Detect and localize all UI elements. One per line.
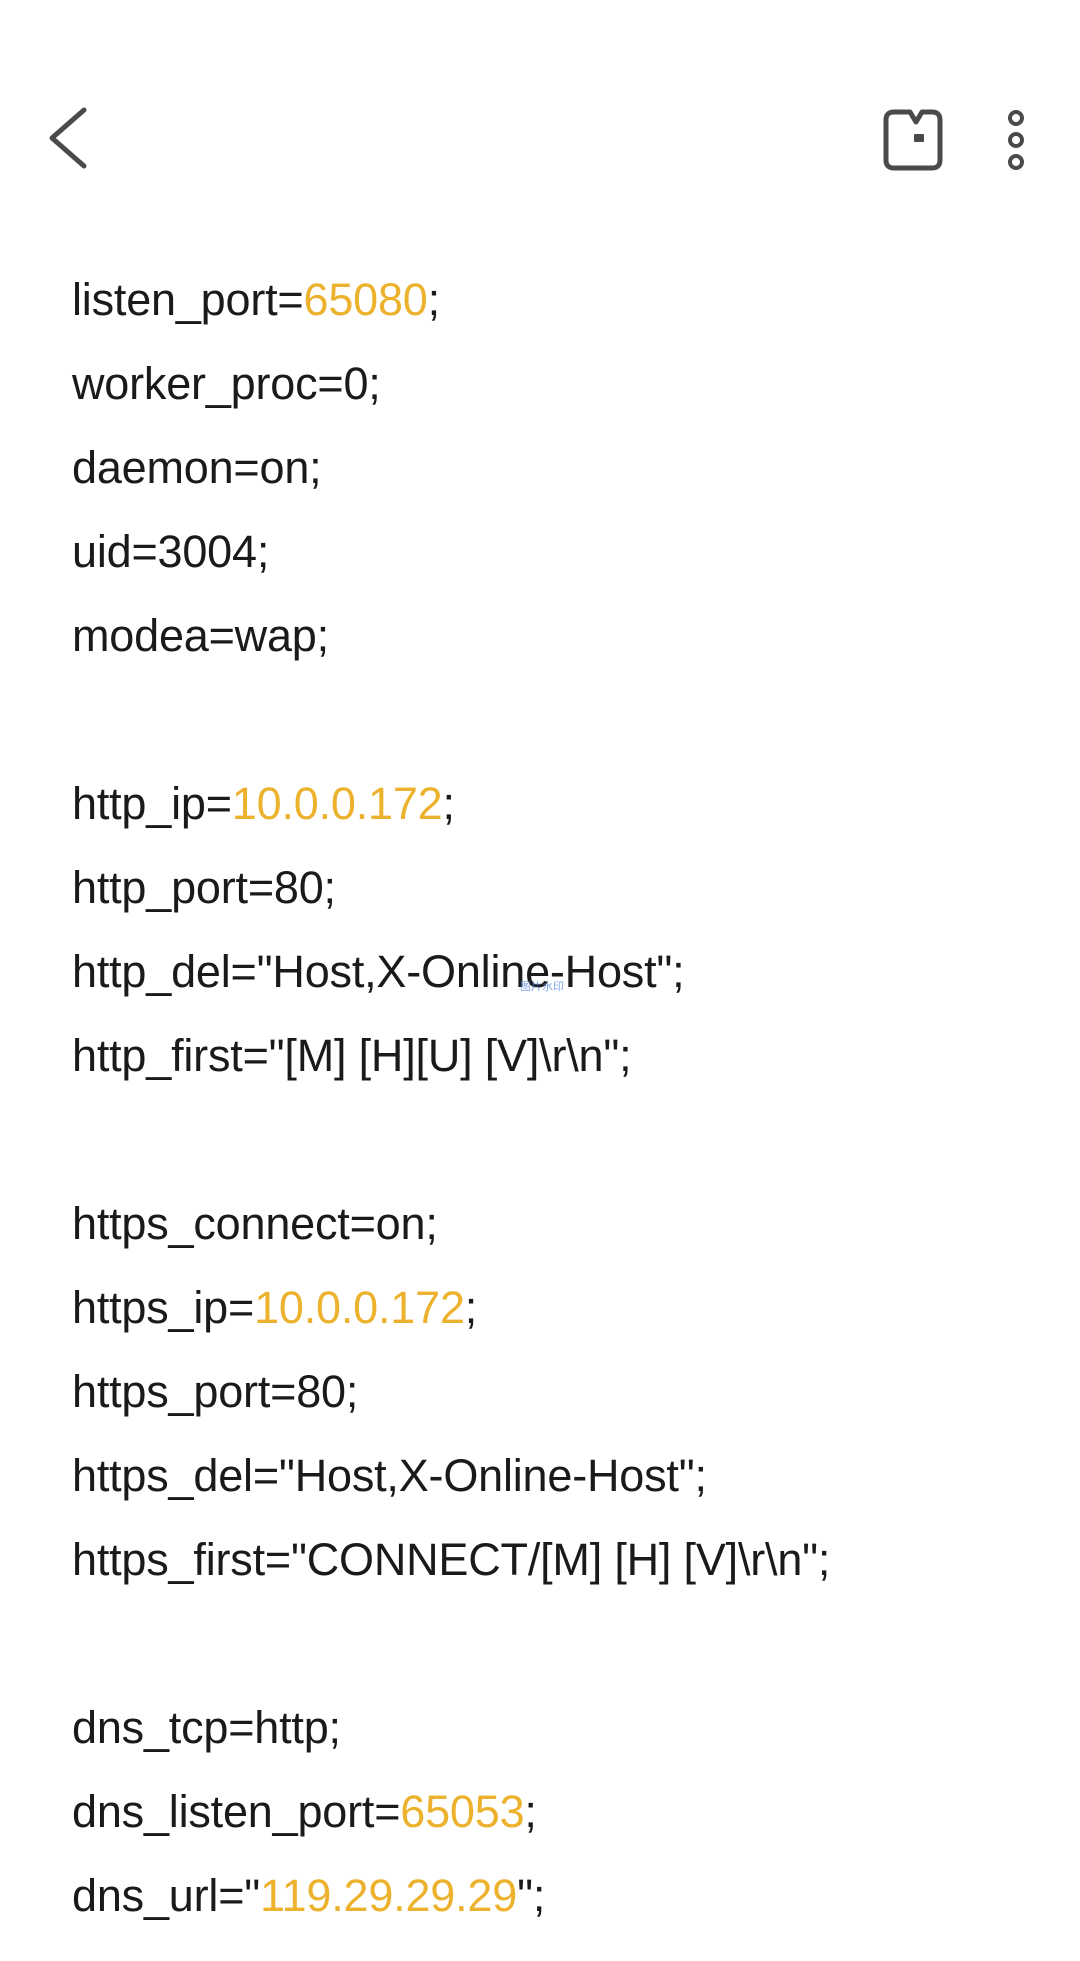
blank-line xyxy=(72,1098,1052,1182)
chevron-left-icon xyxy=(49,107,87,169)
text-line: https_first="CONNECT/[M] [H] [V]\r\n"; xyxy=(72,1518,1052,1602)
line-text: modea=wap; xyxy=(72,610,329,661)
line-suffix: ; xyxy=(427,274,441,325)
line-text: https_del="Host,X-Online-Host"; xyxy=(72,1450,707,1501)
line-suffix: "; xyxy=(517,1870,546,1921)
note-icon xyxy=(883,109,943,171)
line-text: https_ip= xyxy=(72,1282,255,1333)
note-content[interactable]: listen_port=65080; worker_proc=0; daemon=o… xyxy=(72,258,1052,1938)
line-text: https_first="CONNECT/[M] [H] [V]\r\n"; xyxy=(72,1534,831,1585)
back-button[interactable] xyxy=(34,100,98,176)
line-suffix: ; xyxy=(464,1282,478,1333)
line-text: https_connect=on; xyxy=(72,1198,438,1249)
top-toolbar xyxy=(0,0,1080,200)
text-line: https_ip=10.0.0.172; xyxy=(72,1266,1052,1350)
text-line: dns_listen_port=65053; xyxy=(72,1770,1052,1854)
line-text: uid=3004; xyxy=(72,526,270,577)
blank-line xyxy=(72,1602,1052,1686)
line-text: http_ip= xyxy=(72,778,232,829)
note-button[interactable] xyxy=(880,104,946,176)
line-text: http_first="[M] [H][U] [V]\r\n"; xyxy=(72,1030,632,1081)
line-text: dns_listen_port= xyxy=(72,1786,401,1837)
line-text: daemon=on; xyxy=(72,442,322,493)
text-line: http_first="[M] [H][U] [V]\r\n"; xyxy=(72,1014,1052,1098)
text-line: http_del="Host,X-Online-Host"; xyxy=(72,930,1052,1014)
line-suffix: ; xyxy=(524,1786,537,1837)
highlighted-number: 65080 xyxy=(303,274,428,325)
text-line: http_ip=10.0.0.172; xyxy=(72,762,1052,846)
highlighted-number: 119.29.29.29 xyxy=(260,1870,518,1921)
text-line: daemon=on; xyxy=(72,426,1052,510)
highlighted-number: 65053 xyxy=(400,1786,525,1837)
more-options-button[interactable] xyxy=(996,104,1036,176)
line-text: dns_url=" xyxy=(72,1870,261,1921)
text-line: https_del="Host,X-Online-Host"; xyxy=(72,1434,1052,1518)
text-line: dns_tcp=http; xyxy=(72,1686,1052,1770)
blank-line xyxy=(72,678,1052,762)
text-line: dns_url="119.29.29.29"; xyxy=(72,1854,1052,1938)
text-line: uid=3004; xyxy=(72,510,1052,594)
line-text: http_port=80; xyxy=(72,862,336,913)
line-text: listen_port= xyxy=(72,274,304,325)
text-line: listen_port=65080; xyxy=(72,258,1052,342)
image-watermark: 图片水印 xyxy=(520,981,564,993)
line-text: dns_tcp=http; xyxy=(72,1702,341,1753)
more-vertical-icon xyxy=(1008,110,1024,170)
text-line: modea=wap; xyxy=(72,594,1052,678)
text-line: https_connect=on; xyxy=(72,1182,1052,1266)
text-line: http_port=80; xyxy=(72,846,1052,930)
line-suffix: ; xyxy=(442,778,456,829)
line-text: http_del="Host,X-Online-Host"; xyxy=(72,946,685,997)
line-text: https_port=80; xyxy=(72,1366,359,1417)
highlighted-number: 10.0.0.172 xyxy=(254,1282,465,1333)
highlighted-number: 10.0.0.172 xyxy=(231,778,443,829)
text-line: worker_proc=0; xyxy=(72,342,1052,426)
text-line: https_port=80; xyxy=(72,1350,1052,1434)
line-text: worker_proc=0; xyxy=(72,358,381,409)
